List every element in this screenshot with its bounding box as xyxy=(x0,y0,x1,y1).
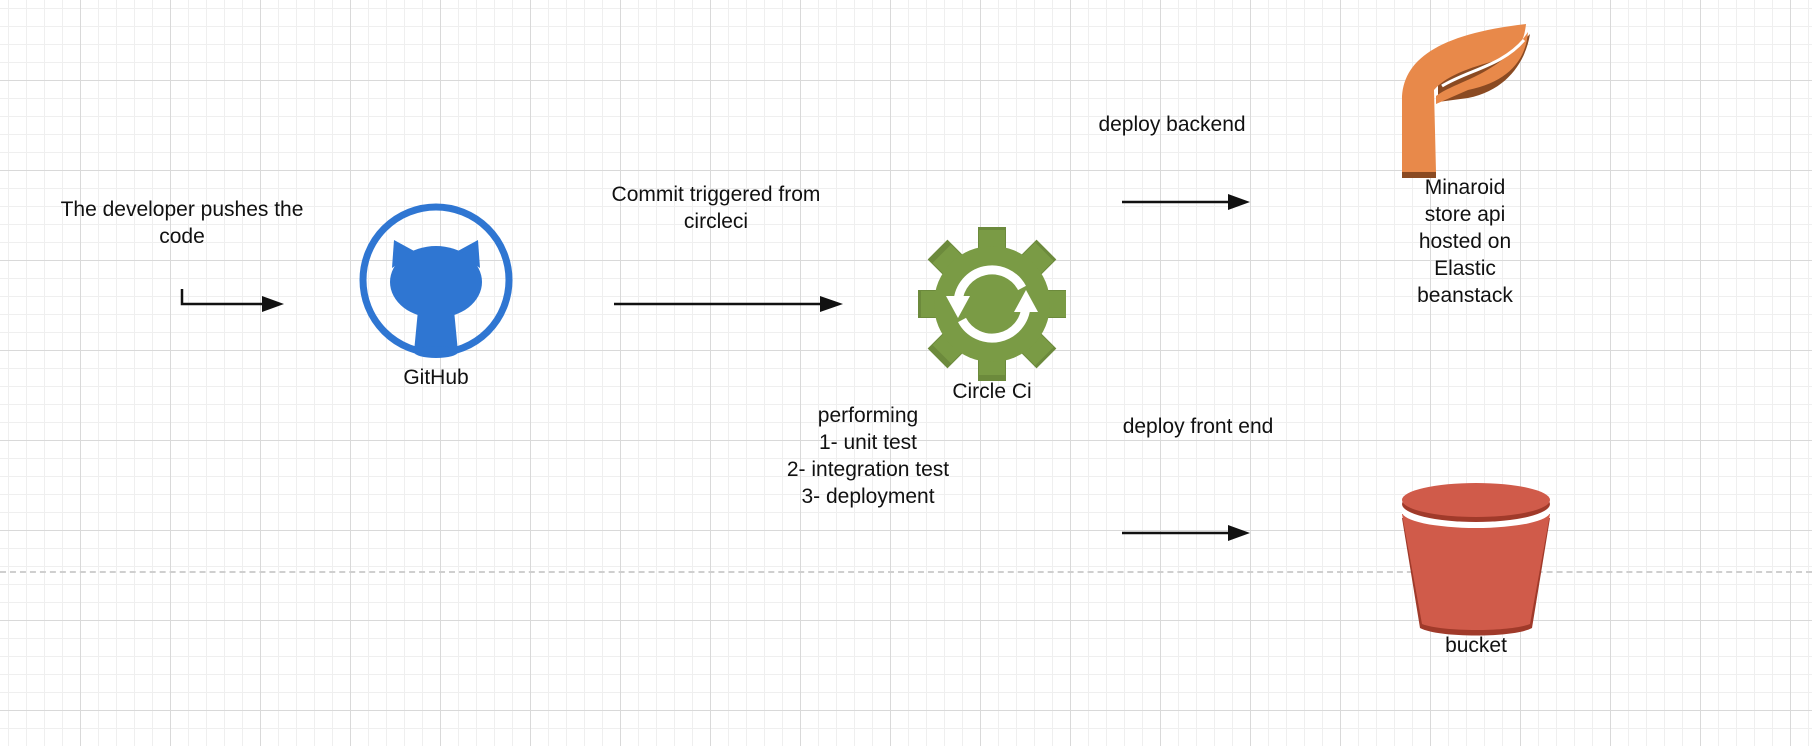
gear-sync-icon xyxy=(915,227,1069,381)
api-host-label: Minaroid store api hosted on Elastic bea… xyxy=(1417,176,1513,307)
commit-triggered-label: Commit triggered from circleci xyxy=(611,183,821,233)
github-octocat-icon xyxy=(359,203,513,358)
deploy-frontend-arrow xyxy=(1122,525,1250,541)
page-break-line xyxy=(0,571,1812,573)
performing-steps-label: performing 1- unit test 2- integration t… xyxy=(786,404,950,508)
bucket-label: bucket xyxy=(1445,634,1507,657)
elastic-beanstalk-node[interactable] xyxy=(1398,20,1532,178)
github-label: GitHub xyxy=(403,366,469,389)
github-to-circleci-arrow xyxy=(614,296,843,312)
circleci-label: Circle Ci xyxy=(952,380,1032,403)
bucket-icon xyxy=(1402,483,1550,636)
deploy-frontend-label: deploy front end xyxy=(1122,415,1274,438)
bucket-node[interactable] xyxy=(1398,478,1554,636)
developer-push-label: The developer pushes the code xyxy=(60,198,304,248)
deploy-backend-arrow xyxy=(1122,194,1250,210)
deploy-backend-label: deploy backend xyxy=(1098,113,1246,136)
github-node[interactable] xyxy=(358,202,514,358)
circleci-node[interactable] xyxy=(915,227,1069,382)
developer-to-github-arrow xyxy=(180,289,284,312)
elastic-beanstalk-icon xyxy=(1402,24,1530,178)
